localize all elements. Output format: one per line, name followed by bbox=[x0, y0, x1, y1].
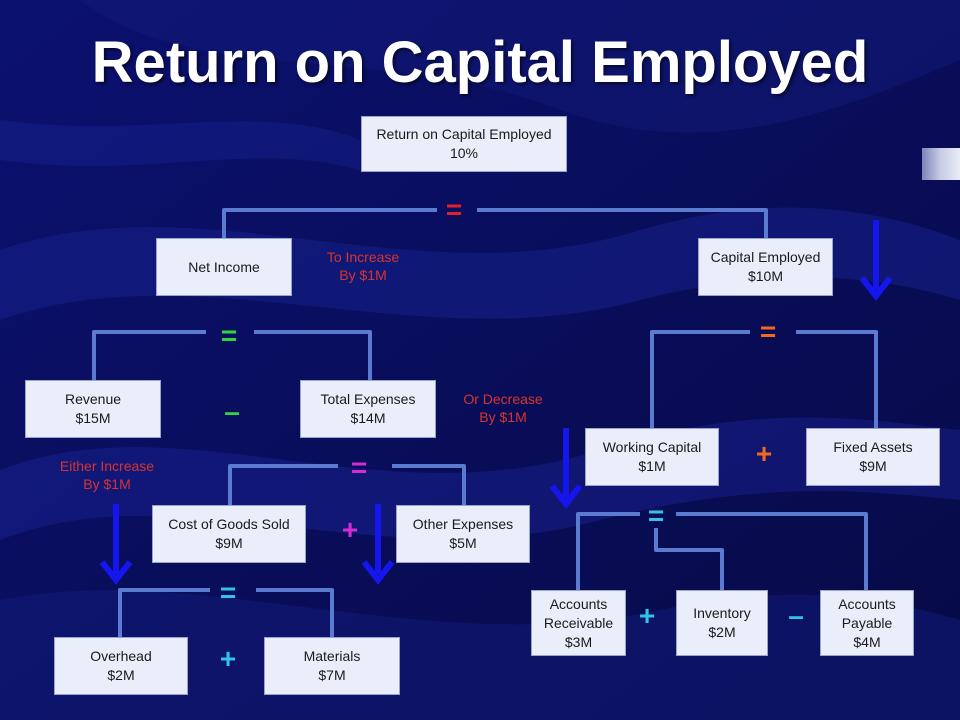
operator-minus-revenue: – bbox=[224, 396, 240, 427]
node-revenue: Revenue $15M bbox=[25, 380, 161, 438]
node-value: $9M bbox=[859, 458, 887, 474]
node-cogs: Cost of Goods Sold $9M bbox=[152, 505, 306, 563]
operator-equals-roce: = bbox=[445, 194, 463, 225]
operator-equals-capital-employed: = bbox=[759, 316, 777, 347]
node-value: $3M bbox=[564, 633, 593, 650]
node-label: Overhead bbox=[90, 648, 152, 664]
node-label: Accounts Receivable bbox=[543, 595, 614, 631]
node-value: $4M bbox=[853, 633, 881, 650]
node-label: Materials bbox=[303, 648, 361, 664]
note-line: Or Decrease bbox=[463, 391, 543, 407]
node-value: $2M bbox=[708, 624, 736, 640]
node-roce: Return on Capital Employed 10% bbox=[361, 116, 567, 172]
note-line: By $1M bbox=[479, 409, 527, 425]
node-label: Fixed Assets bbox=[833, 439, 913, 455]
node-value: $10M bbox=[747, 268, 784, 284]
node-value: $5M bbox=[449, 535, 477, 551]
node-value: $9M bbox=[215, 535, 243, 551]
note-either-increase: Either Increase By $1M bbox=[42, 457, 172, 493]
arrow-down-icon bbox=[549, 428, 583, 509]
node-accounts-receivable: Accounts Receivable $3M bbox=[531, 590, 626, 656]
operator-plus-overhead: + bbox=[219, 643, 237, 674]
node-label: Other Expenses bbox=[412, 516, 514, 532]
connector-roce bbox=[222, 208, 768, 240]
note-line: By $1M bbox=[83, 476, 131, 492]
operator-equals-total-expenses: = bbox=[350, 452, 368, 483]
node-label: Working Capital bbox=[602, 439, 702, 455]
operator-minus-inventory: – bbox=[788, 600, 804, 631]
node-label: Cost of Goods Sold bbox=[168, 516, 290, 532]
arrow-down-icon bbox=[859, 220, 893, 301]
node-value: $7M bbox=[318, 667, 346, 683]
operator-plus-cogs: + bbox=[341, 514, 359, 545]
connector-net-income bbox=[92, 330, 372, 380]
node-working-capital: Working Capital $1M bbox=[585, 428, 719, 486]
node-label: Total Expenses bbox=[320, 391, 416, 407]
node-value: $2M bbox=[107, 667, 135, 683]
note-line: By $1M bbox=[339, 267, 387, 283]
connector-capital-employed bbox=[650, 330, 878, 430]
node-total-expenses: Total Expenses $14M bbox=[300, 380, 436, 438]
connector-cogs bbox=[118, 588, 334, 637]
connector-total-expenses bbox=[228, 464, 466, 505]
node-overhead: Overhead $2M bbox=[54, 637, 188, 695]
node-label: Accounts Payable bbox=[838, 595, 896, 631]
node-value: $1M bbox=[638, 458, 666, 474]
operator-equals-working-capital: = bbox=[647, 500, 665, 531]
operator-plus-accounts-receivable: + bbox=[638, 600, 656, 631]
connector-working-capital bbox=[576, 512, 868, 590]
node-value: 10% bbox=[449, 145, 479, 161]
connector-lines bbox=[92, 208, 878, 637]
node-inventory: Inventory $2M bbox=[676, 590, 768, 656]
node-label: Capital Employed bbox=[710, 249, 821, 265]
note-line: To Increase bbox=[326, 249, 400, 265]
node-other-expenses: Other Expenses $5M bbox=[396, 505, 530, 563]
node-value: $14M bbox=[350, 410, 386, 426]
node-materials: Materials $7M bbox=[264, 637, 400, 695]
note-or-decrease: Or Decrease By $1M bbox=[438, 390, 568, 426]
node-label: Inventory bbox=[693, 605, 751, 621]
operator-equals-net-income: = bbox=[220, 320, 238, 351]
node-label: Net Income bbox=[188, 258, 260, 275]
node-accounts-payable: Accounts Payable $4M bbox=[820, 590, 914, 656]
note-to-increase: To Increase By $1M bbox=[298, 248, 428, 284]
side-tab-decoration bbox=[922, 148, 960, 180]
direction-arrows bbox=[99, 220, 893, 585]
arrow-down-icon bbox=[361, 504, 395, 585]
node-capital-employed: Capital Employed $10M bbox=[698, 238, 833, 296]
page-title: Return on Capital Employed bbox=[91, 30, 869, 95]
node-label: Return on Capital Employed bbox=[376, 126, 552, 142]
note-line: Either Increase bbox=[59, 458, 155, 474]
arrow-down-icon bbox=[99, 504, 133, 585]
node-value: $15M bbox=[75, 410, 111, 426]
operator-equals-cogs: = bbox=[219, 577, 237, 608]
node-label: Revenue bbox=[64, 391, 122, 407]
operator-plus-working-capital: + bbox=[755, 438, 773, 469]
node-fixed-assets: Fixed Assets $9M bbox=[806, 428, 940, 486]
node-net-income: Net Income bbox=[156, 238, 292, 296]
